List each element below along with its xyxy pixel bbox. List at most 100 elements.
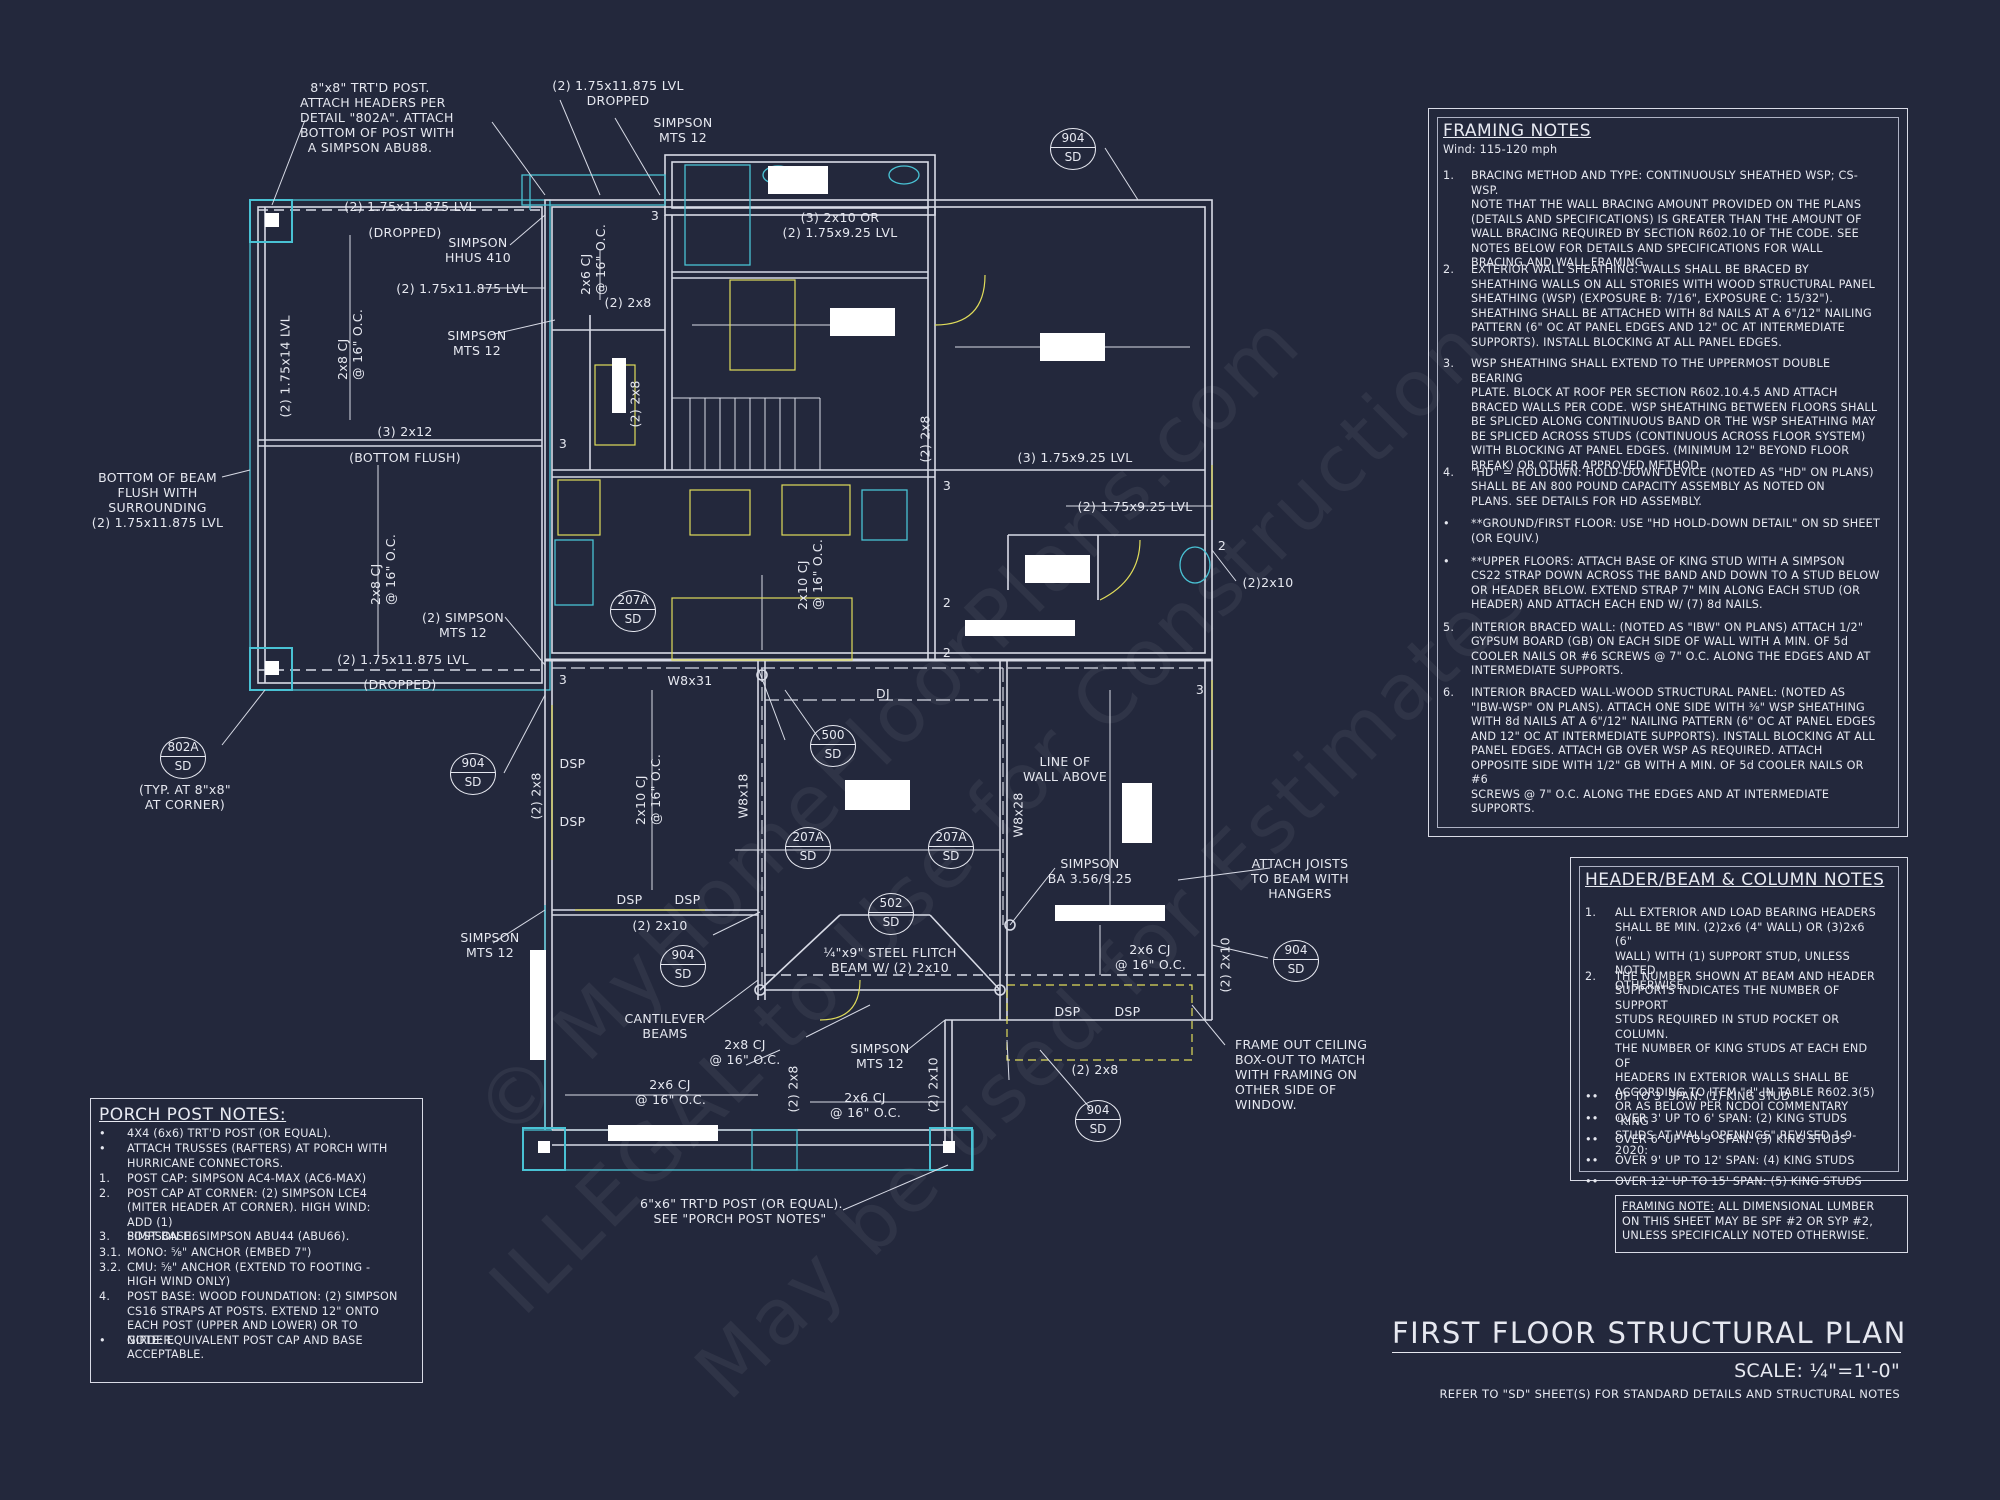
label-3-2x12: (3) 2x12	[377, 424, 433, 439]
note-item-number: 3.1.	[99, 1245, 122, 1259]
label-2-2x8-v3: (2) 2x8	[785, 1065, 801, 1113]
label-2-2x8: (2) 2x8	[604, 295, 652, 310]
note-item-text: OVER 6' UP TO 9' SPAN: (3) KING STUDS	[1615, 1132, 1848, 1146]
label-dropped-bottom: (DROPPED)	[363, 677, 437, 692]
label-cj-vertical-2: 2x8 CJ@ 16" O.C.	[368, 533, 398, 605]
label-dj: DJ	[876, 686, 890, 701]
sheet-scale: SCALE: ¼"=1'-0"	[1734, 1360, 1900, 1382]
note-item-number: ••	[1585, 1090, 1599, 1104]
label-dsp-5: DSP	[1054, 1004, 1081, 1019]
note-item-text: INTERIOR BRACED WALL-WOOD STRUCTURAL PAN…	[1471, 686, 1876, 816]
note-item-text: POST BASE: SIMPSON ABU44 (ABU66).	[127, 1230, 350, 1244]
label-dsp-3: DSP	[616, 892, 643, 907]
label-cj-vertical-4: 2x10 CJ@ 16" O.C.	[795, 538, 825, 610]
note-item-number: •	[1443, 554, 1450, 568]
note-item-number: •	[1443, 517, 1450, 531]
note-item-number: •	[99, 1333, 106, 1347]
note-item-text: "HD" = HOLDOWN: HOLD-DOWN DEVICE (NOTED …	[1471, 465, 1874, 508]
note-item-text: POST CAP AT CORNER: (2) SIMPSON LCE4(MIT…	[127, 1186, 371, 1244]
note-item-number: •	[99, 1127, 106, 1140]
note-item-number: 3.	[1443, 357, 1455, 371]
label-dsp-1: DSP	[559, 756, 586, 771]
label-cj-vertical-3: 2x6 CJ@ 16" O.C.	[578, 223, 608, 295]
label-2-2x8-left: (2) 2x8	[528, 772, 544, 820]
note-item-number: 4.	[99, 1290, 111, 1304]
label-lvl-vertical: (2) 1.75x14 LVL	[277, 315, 293, 418]
label-dsp-4: DSP	[674, 892, 701, 907]
label-cj-vertical-1: 2x8 CJ@ 16" O.C.	[335, 308, 365, 380]
label-w8x28: W8x28	[1010, 792, 1026, 838]
note-item-number: 1.	[1443, 169, 1455, 182]
label-lvl-925-a: (3) 1.75x9.25 LVL	[1017, 450, 1133, 465]
porch-post-notes-panel: PORCH POST NOTES: • 4X4 (6x6) TRT'D POST …	[90, 1098, 423, 1383]
label-w8x18: W8x18	[735, 773, 751, 819]
header-beam-notes-panel: HEADER/BEAM & COLUMN NOTES 1. ALL EXTERIO…	[1570, 857, 1908, 1188]
sheet-refer-note: REFER TO "SD" SHEET(S) FOR STANDARD DETA…	[1439, 1387, 1900, 1401]
label-dropped-top: (DROPPED)	[368, 225, 442, 240]
framing-note-box: FRAMING NOTE: ALL DIMENSIONAL LUMBER ON …	[1615, 1195, 1908, 1253]
label-cj-2x6-a: 2x6 CJ@ 16" O.C.	[635, 1077, 707, 1107]
label-typ-corner: (TYP. AT 8"x8"AT CORNER)	[139, 782, 231, 812]
stud-count: 3	[558, 672, 568, 687]
note-item-text: OVER 12' UP TO 15' SPAN: (5) KING STUDS	[1615, 1175, 1862, 1189]
porch-post-notes-title: PORCH POST NOTES:	[99, 1105, 287, 1125]
note-item-number: 1.	[1585, 906, 1597, 919]
note-item-text: WSP SHEATHING SHALL EXTEND TO THE UPPERM…	[1471, 357, 1878, 472]
label-2-2x8-b: (2) 2x8	[1071, 1062, 1119, 1077]
note-item-number: 2.	[1585, 969, 1597, 983]
label-bottom-flush: (BOTTOM FLUSH)	[349, 450, 461, 465]
note-item-text: CMU: ⅝" ANCHOR (EXTEND TO FOOTING -HIGH …	[127, 1260, 371, 1289]
callout-bath-header: (3) 2x10 OR(2) 1.75x9.25 LVL	[782, 210, 898, 240]
note-item-number: ••	[1585, 1132, 1599, 1146]
note-item-number: 1.	[99, 1171, 111, 1185]
note-item-text: **UPPER FLOORS: ATTACH BASE OF KING STUD…	[1471, 554, 1880, 612]
note-item-text: OVER 9' UP TO 12' SPAN: (4) KING STUDS	[1615, 1154, 1855, 1167]
sheet-title: FIRST FLOOR STRUCTURAL PLAN	[1392, 1316, 1907, 1350]
note-item-number: 3.	[99, 1230, 111, 1244]
stud-count: 2	[942, 595, 952, 610]
label-cj-vertical-5: 2x10 CJ@ 16" O.C.	[633, 753, 663, 825]
note-item-number: ••	[1585, 1175, 1599, 1189]
label-lvl-top-left: (2) 1.75x11.875 LVL	[344, 199, 476, 214]
title-underline	[1392, 1352, 1901, 1353]
framing-note-text: FRAMING NOTE: ALL DIMENSIONAL LUMBER ON …	[1622, 1200, 1875, 1242]
label-cj-2x6-right: 2x6 CJ@ 16" O.C.	[1115, 942, 1187, 972]
note-item-number: ••	[1585, 1154, 1599, 1167]
label-2-2x8-vertical: (2) 2x8	[627, 380, 643, 428]
label-lvl-925-b: (2) 1.75x9.25 LVL	[1077, 499, 1193, 514]
note-item-number: 3.2.	[99, 1260, 122, 1274]
note-item-text: 4X4 (6x6) TRT'D POST (OR EQUAL).	[127, 1127, 332, 1140]
callout-post-6x6: 6"x6" TRT'D POST (OR EQUAL).SEE "PORCH P…	[640, 1196, 843, 1226]
note-item-text: INTERIOR BRACED WALL: (NOTED AS "IBW" ON…	[1471, 620, 1871, 678]
note-item-text: POST CAP: SIMPSON AC4-MAX (AC6-MAX)	[127, 1171, 367, 1185]
note-item-number: 4.	[1443, 465, 1455, 479]
label-cj-2x8: 2x8 CJ@ 16" O.C.	[709, 1037, 781, 1067]
label-2-2x10-v4: (2) 2x10	[925, 1057, 941, 1113]
stud-count: 3	[558, 436, 568, 451]
header-beam-notes-title: HEADER/BEAM & COLUMN NOTES	[1585, 870, 1885, 890]
label-2-2x10-vert-right: (2) 2x10	[1217, 937, 1233, 993]
